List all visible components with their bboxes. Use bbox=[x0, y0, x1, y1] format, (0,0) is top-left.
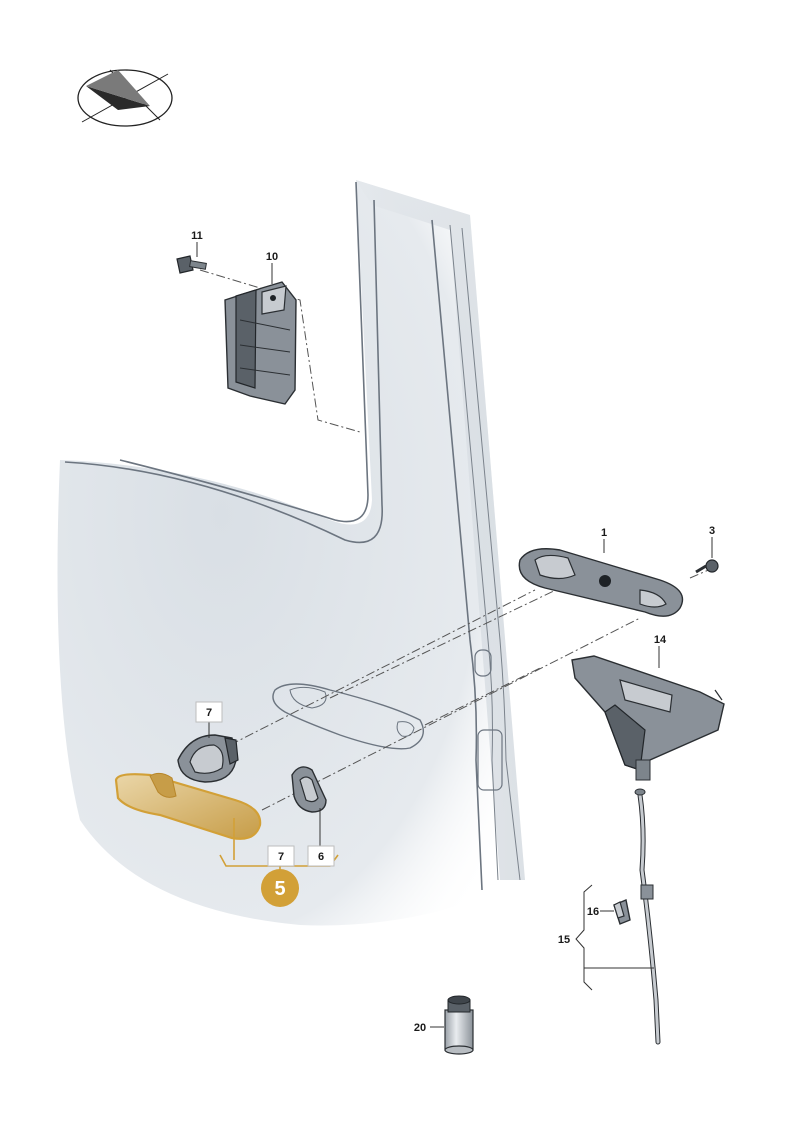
callout-3: 3 bbox=[709, 525, 715, 537]
callout-16: 16 bbox=[587, 906, 599, 918]
callout-11: 11 bbox=[191, 230, 203, 242]
callout-7-upper: 7 bbox=[195, 701, 223, 723]
part-11-screw bbox=[176, 255, 207, 274]
orientation-compass-icon bbox=[77, 69, 173, 127]
callout-10: 10 bbox=[266, 251, 278, 263]
callout-5-highlighted[interactable]: 5 bbox=[261, 869, 299, 907]
callout-label: 11 bbox=[191, 230, 203, 242]
callout-6: 6 bbox=[307, 845, 335, 867]
callout-label: 1 bbox=[601, 527, 607, 539]
door-panel bbox=[57, 180, 525, 926]
callout-1: 1 bbox=[601, 527, 607, 539]
callout-label: 15 bbox=[558, 934, 570, 946]
callout-label: 5 bbox=[274, 878, 285, 900]
callout-label: 16 bbox=[587, 906, 599, 918]
part-20-cylinder bbox=[444, 995, 474, 1055]
callout-label: 7 bbox=[206, 707, 212, 719]
callout-label: 20 bbox=[414, 1022, 426, 1034]
callout-label: 14 bbox=[654, 634, 667, 646]
part-14-lock-housing bbox=[571, 655, 725, 781]
callout-20: 20 bbox=[414, 1022, 426, 1034]
part-15-cable bbox=[634, 788, 661, 1045]
part-1-handle-carrier bbox=[518, 548, 684, 617]
callout-label: 10 bbox=[266, 251, 278, 263]
part-7-cap bbox=[177, 734, 239, 783]
callout-label: 7 bbox=[278, 851, 284, 863]
alignment-lines bbox=[199, 269, 721, 811]
part-6-grommet bbox=[291, 766, 327, 813]
part-5-door-handle-highlighted[interactable] bbox=[114, 772, 262, 840]
part-3-screw bbox=[695, 559, 719, 574]
callout-label: 3 bbox=[709, 525, 715, 537]
part-10-bracket bbox=[224, 281, 297, 405]
callout-7-lower: 7 bbox=[267, 845, 295, 867]
callout-15: 15 bbox=[558, 934, 570, 946]
part-16-clip bbox=[613, 899, 631, 925]
callout-label: 6 bbox=[318, 851, 324, 863]
callout-14: 14 bbox=[654, 634, 667, 646]
